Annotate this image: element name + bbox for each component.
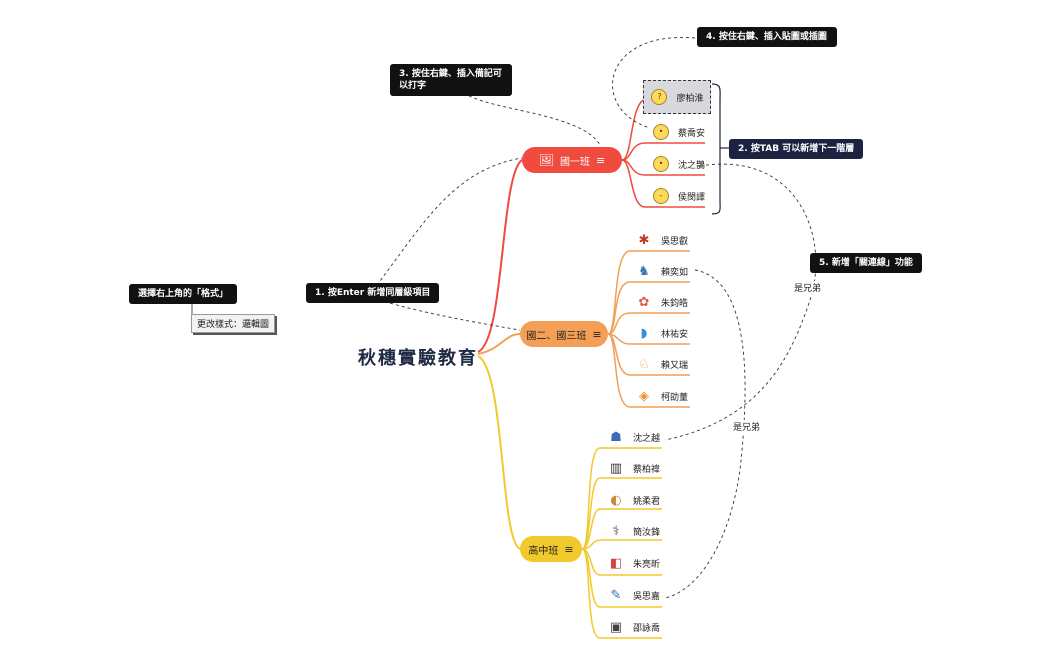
palette-icon: ◐ [610,492,622,508]
note-relation[interactable]: 5. 新增「關連線」功能 [810,253,922,274]
piano-keys-icon: ▥ [609,460,623,476]
list-item[interactable]: ◈ 柯劭蕫 [635,385,688,407]
relation-label[interactable]: 是兄弟 [731,420,763,433]
notes-icon: ≡ [564,542,574,556]
backpack-icon: ☗ [610,429,622,445]
leaf-label: 賴又瑞 [661,360,689,371]
leaf-label: 侯閔譯 [678,192,706,203]
leaf-label: 沈之鵲 [678,160,706,171]
list-item[interactable]: ⚕ 簡汝鋒 [607,520,660,542]
branch-label: 國一班 [560,156,590,168]
leaf-label: 朱亮昕 [633,559,661,570]
fish-icon: ◈ [639,388,649,404]
list-item[interactable]: ✱ 吳思叡 [635,229,688,251]
leaf-label: 蔡喬安 [678,128,706,139]
dna-icon: ⚕ [612,523,620,539]
notes-icon: ≡ [596,153,606,167]
red-leaf-connectors [621,99,705,208]
list-item[interactable]: ◗ 林祐安 [635,322,688,344]
blackboard-icon: 🖼 [538,153,554,167]
note-tab[interactable]: 2. 按TAB 可以新增下一階層 [729,139,864,160]
summary-bracket [711,83,721,215]
note-format[interactable]: 選擇右上角的「格式」 [129,284,238,305]
orange-leaf-connectors [607,250,690,408]
branch-grade8-9[interactable]: 國二、國三班 ≡ [520,321,608,347]
format-sub-note[interactable]: 更改樣式：邏輯圖 [191,314,276,333]
notes-icon: ≡ [592,327,602,341]
branch-highschool[interactable]: 高中班 ≡ [520,536,582,562]
list-item[interactable]: ▥ 蔡柏禕 [607,457,660,479]
thinking-face-icon: ? [650,88,668,106]
leaf-label: 吳思嘉 [633,591,661,602]
leaf-label: 簡汝鋒 [633,527,661,538]
list-item[interactable]: - 侯閔譯 [652,185,705,207]
leaf-label: 朱鈞皓 [661,298,689,309]
leaf-label: 吳思叡 [661,236,689,247]
dolphin-icon: ◗ [640,325,648,341]
leaf-label: 邵詠喬 [633,623,661,634]
leaf-label: 廖柏淮 [676,93,704,104]
list-item[interactable]: • 沈之鵲 [652,153,705,175]
paintbrush-icon: ✎ [610,587,622,603]
leaf-label: 賴奕如 [661,267,689,278]
unicorn-icon: ♞ [638,263,650,279]
shapes-icon: ◧ [609,555,623,571]
list-item[interactable]: • 蔡喬安 [652,121,705,143]
note-sticker[interactable]: 4. 按住右鍵、插入貼圖或插圖 [697,27,837,48]
book-icon: ▣ [609,619,623,635]
list-item[interactable]: ◐ 姚柔君 [607,489,660,511]
connector-red [477,159,523,353]
note-memo[interactable]: 3. 按住右鍵、插入備記可以打字 [390,64,512,97]
branch-grade7[interactable]: 🖼 國一班 ≡ [522,147,622,173]
leaf-label: 沈之越 [633,433,661,444]
list-item[interactable]: ◧ 朱亮昕 [607,552,660,574]
list-item[interactable]: ✎ 吳思嘉 [607,584,660,606]
leaf-label: 林祐安 [661,329,689,340]
connector-yellow [477,355,521,550]
note-enter[interactable]: 1. 按Enter 新增同層級項目 [306,283,440,304]
list-item[interactable]: ✿ 朱鈞皓 [635,291,688,313]
leaf-label: 柯劭蕫 [661,392,689,403]
expressionless-face-icon: - [652,187,670,205]
leaf-label: 姚柔君 [633,496,661,507]
list-item[interactable]: ☗ 沈之越 [607,426,660,448]
leaf-label: 蔡柏禕 [633,464,661,475]
list-item[interactable]: ▣ 邵詠喬 [607,616,660,638]
central-topic[interactable]: 秋穗實驗教育 [358,348,478,369]
dog-icon: ♘ [638,356,650,372]
branch-label: 國二、國三班 [526,330,587,342]
branch-label: 高中班 [528,545,559,557]
connector-orange [477,333,521,355]
neutral-face-icon: • [652,155,670,173]
neutral-face-icon: • [652,123,670,141]
relation-label[interactable]: 是兄弟 [792,281,824,294]
octopus-icon: ✿ [638,294,650,310]
ladybug-icon: ✱ [638,232,650,248]
leaf-selected[interactable]: ? 廖柏淮 [643,80,711,114]
yellow-leaf-connectors [581,447,662,639]
list-item[interactable]: ♞ 賴奕如 [635,260,688,282]
list-item[interactable]: ♘ 賴又瑞 [635,353,688,375]
